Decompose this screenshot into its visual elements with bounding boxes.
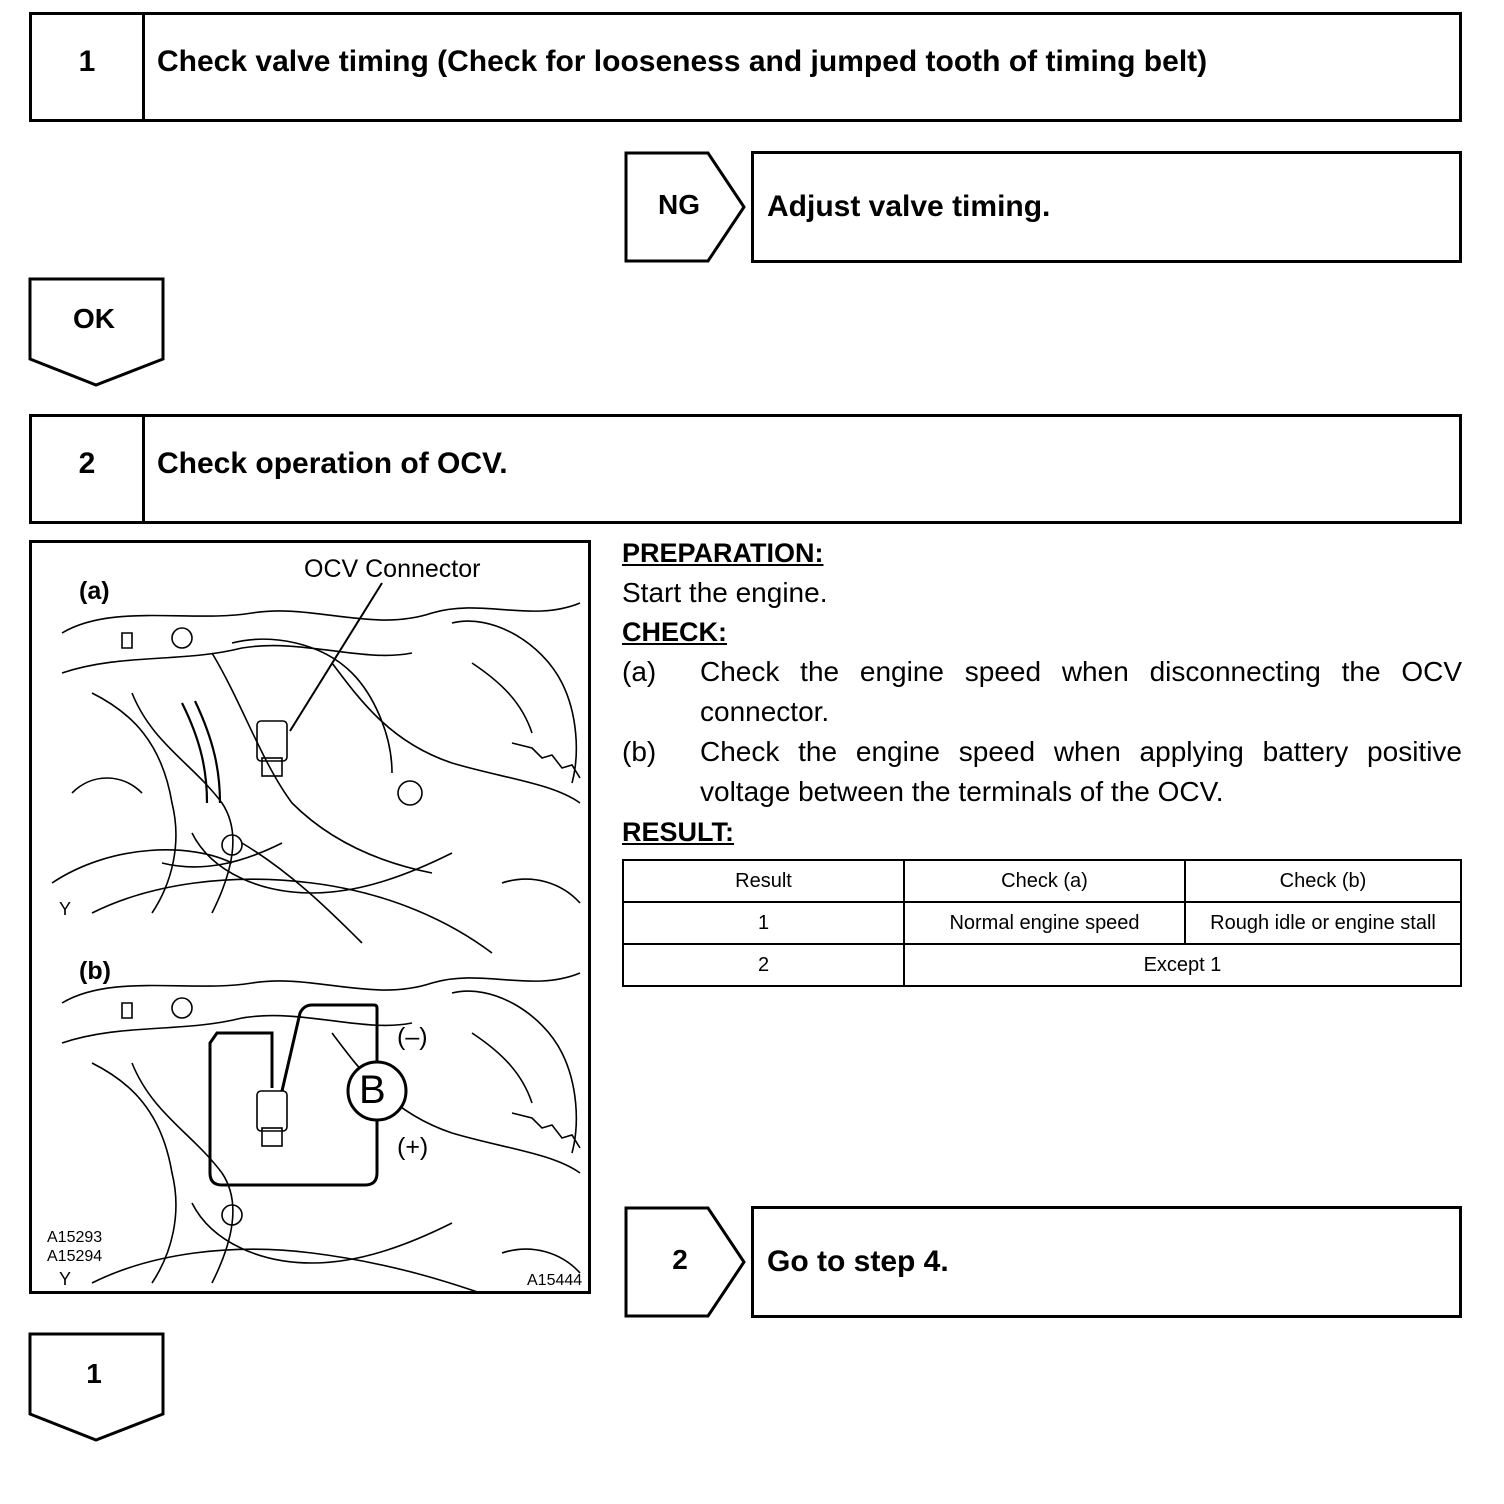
panel-b-label: (b) <box>79 957 111 985</box>
connector-leader-line <box>289 582 383 732</box>
panel-b-lines <box>61 972 581 1291</box>
panel-b-mark: Y <box>59 1269 72 1289</box>
ok-label: OK <box>73 303 115 334</box>
table-header-row: Result Check (a) Check (b) <box>622 859 1462 903</box>
ocv-illustration: (a) OCV Connector Y (b) B (–) (+) A15293… <box>29 540 591 1294</box>
column-header: Result <box>622 859 905 903</box>
down-arrow-icon <box>28 1332 165 1442</box>
result-heading: RESULT: <box>622 817 734 847</box>
panel-a-lines <box>51 602 581 954</box>
step-2-header: 2 Check operation of OCV. <box>29 414 1462 524</box>
table-cell: Rough idle or engine stall <box>1184 901 1462 945</box>
positive-terminal-label: (+) <box>397 1133 429 1161</box>
check-item-b: (b) Check the engine speed when applying… <box>622 732 1462 812</box>
check-heading: CHECK: <box>622 617 727 647</box>
check-item-text: Check the engine speed when applying bat… <box>700 736 1462 807</box>
table-cell: Normal engine speed <box>903 901 1186 945</box>
table-row: 1 Normal engine speed Rough idle or engi… <box>622 901 1462 945</box>
branch-2-marker: 2 <box>624 1206 748 1318</box>
right-arrow-icon <box>624 1206 746 1318</box>
table-cell: 1 <box>622 901 905 945</box>
ng-label: NG <box>658 189 700 220</box>
check-item-a: (a) Check the engine speed when disconne… <box>622 652 1462 732</box>
figure-code: A15293 <box>47 1229 103 1246</box>
figure-code: A15444 <box>527 1272 583 1289</box>
preparation-text: Start the engine. <box>622 577 828 608</box>
table-cell: 2 <box>622 943 905 987</box>
check-item-label: (a) <box>622 656 657 687</box>
branch-2-label: 2 <box>672 1244 688 1275</box>
battery-wire-loop <box>208 1003 379 1187</box>
ng-result-box: Adjust valve timing. <box>751 151 1462 263</box>
result-table: Result Check (a) Check (b) 1 Normal engi… <box>622 859 1462 987</box>
panel-a-label: (a) <box>79 577 110 605</box>
branch-2-result-box: Go to step 4. <box>751 1206 1462 1318</box>
table-row: 2 Except 1 <box>622 943 1462 987</box>
engine-drawing <box>51 582 581 1291</box>
step-title: Check operation of OCV. <box>157 447 508 480</box>
figure-code: A15294 <box>47 1248 103 1265</box>
column-header: Check (b) <box>1184 859 1462 903</box>
down-arrow-icon <box>28 277 165 387</box>
ng-branch-marker: NG <box>624 151 748 263</box>
step-1-header: 1 Check valve timing (Check for loosenes… <box>29 12 1462 122</box>
step-number: 2 <box>32 417 145 521</box>
branch-1-label: 1 <box>86 1358 102 1389</box>
check-item-label: (b) <box>622 736 657 767</box>
battery-symbol: B <box>359 1068 386 1112</box>
battery-circle <box>346 1060 408 1122</box>
branch-1-marker: 1 <box>28 1332 166 1444</box>
check-item-text: Check the engine speed when disconnectin… <box>700 656 1462 727</box>
ok-branch-marker: OK <box>28 277 166 389</box>
negative-terminal-label: (–) <box>397 1023 428 1051</box>
panel-a-mark: Y <box>59 899 72 919</box>
step-title: Check valve timing (Check for looseness … <box>157 45 1208 78</box>
table-cell: Except 1 <box>903 943 1462 987</box>
preparation-heading: PREPARATION: <box>622 538 824 568</box>
right-arrow-icon <box>624 151 746 263</box>
step-number: 1 <box>32 15 145 119</box>
ocv-connector-label: OCV Connector <box>304 555 481 583</box>
column-header: Check (a) <box>903 859 1186 903</box>
